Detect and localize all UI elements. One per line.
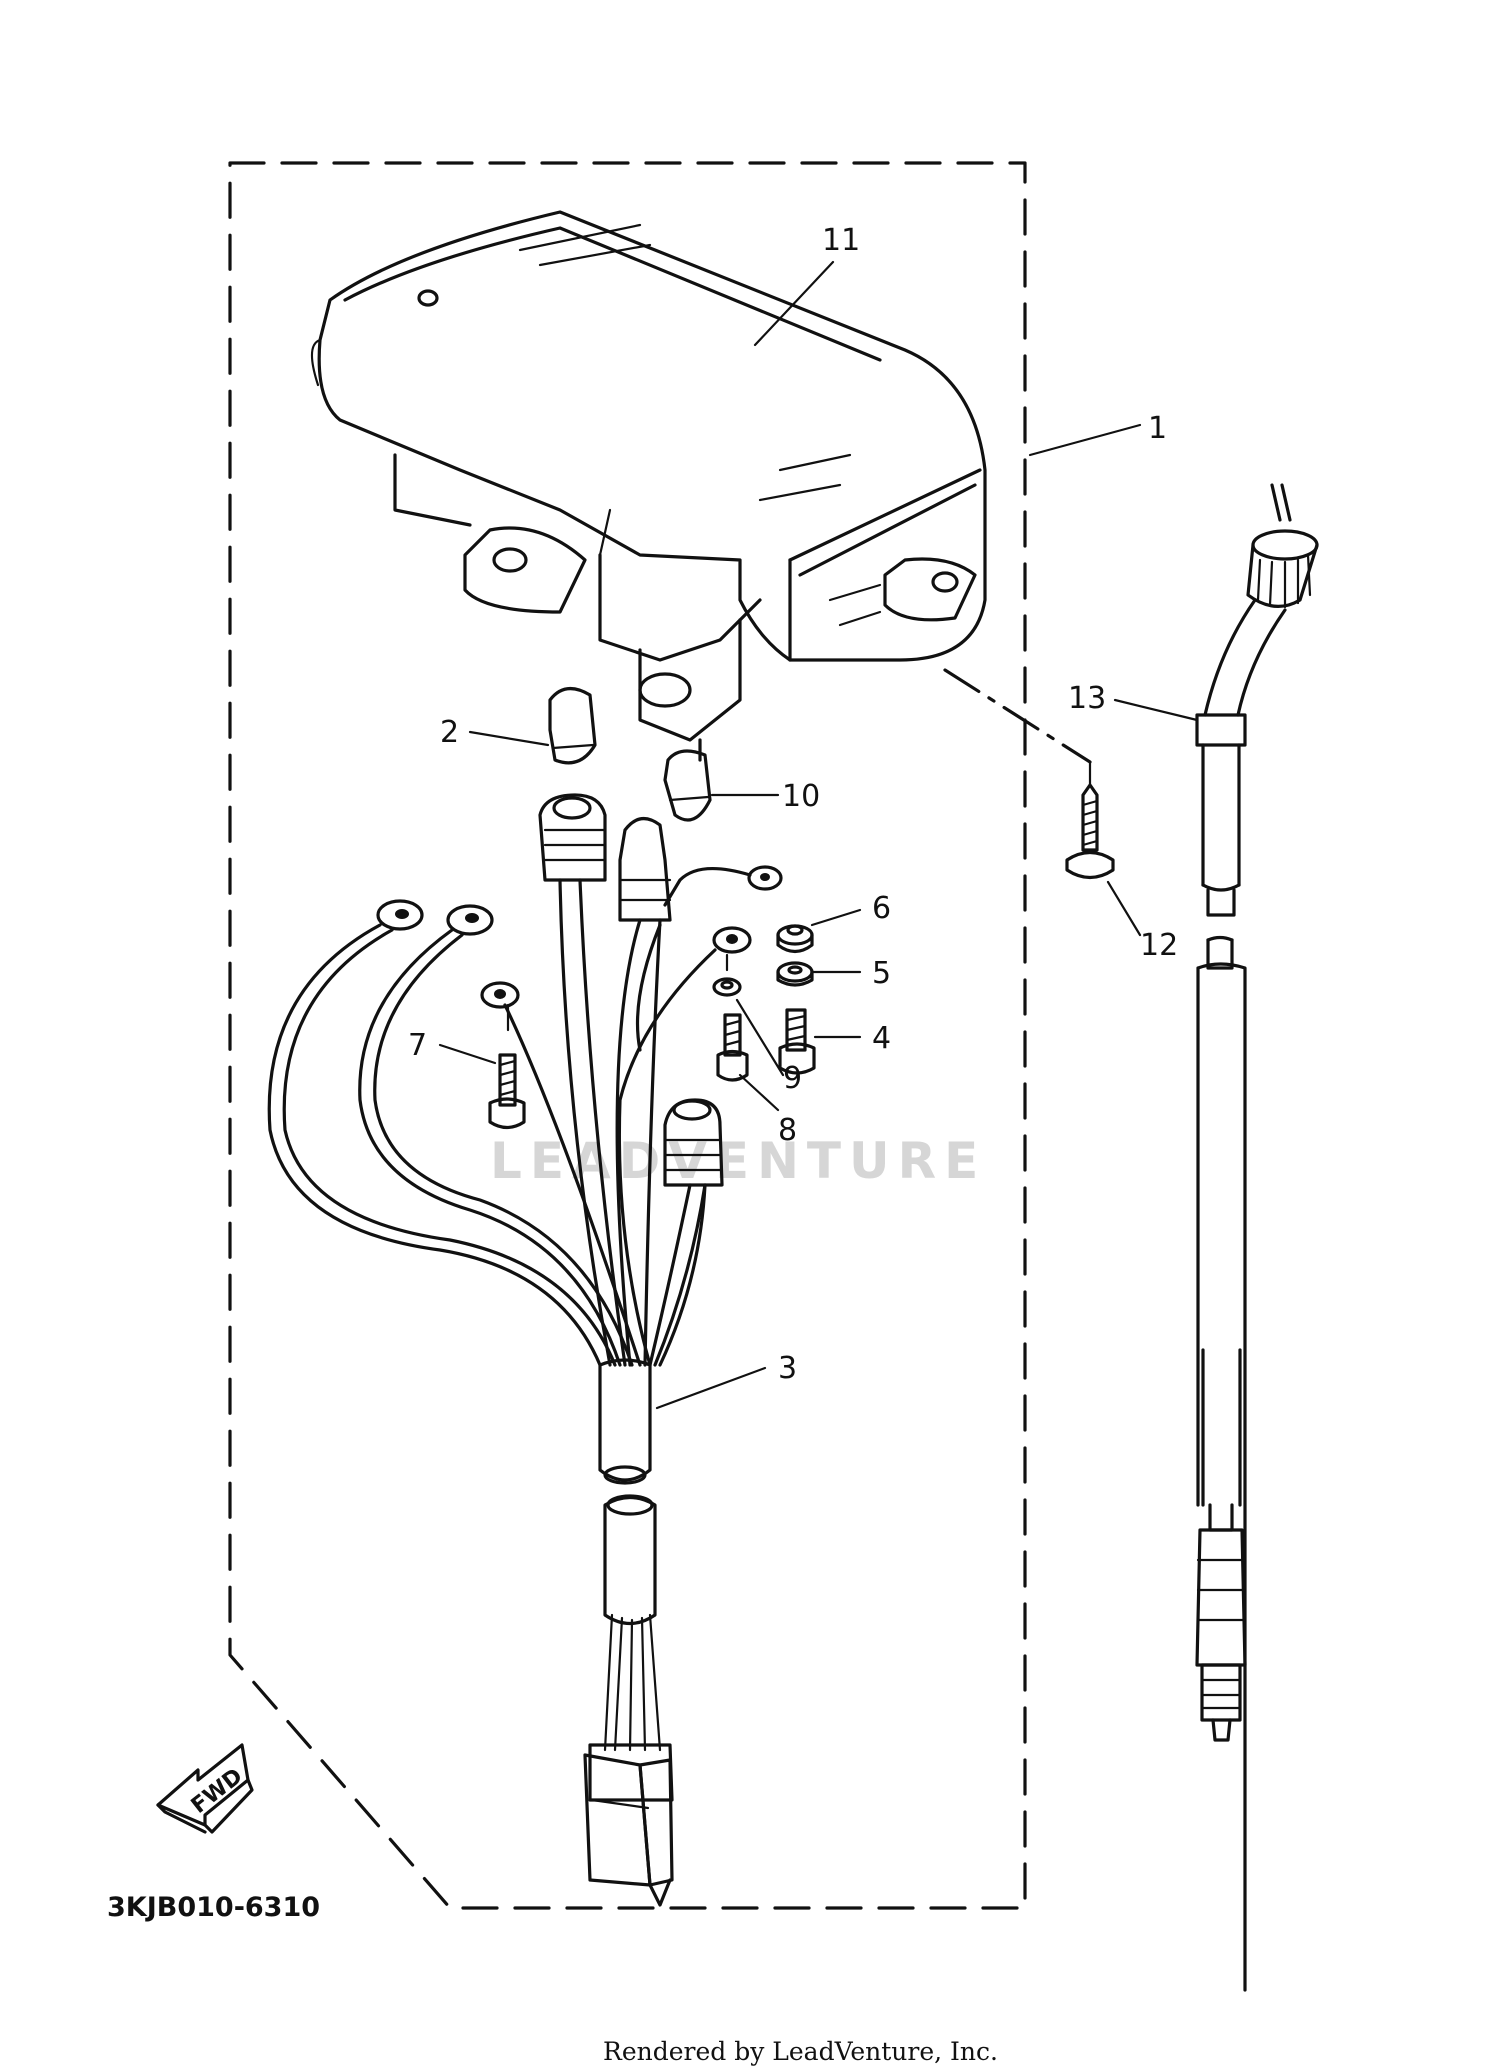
callout-10: 10 (782, 779, 820, 814)
bolt-4 (778, 1008, 816, 1075)
bolt-8 (716, 1013, 749, 1082)
wire-harness (267, 793, 783, 1907)
callout-9: 9 (783, 1061, 802, 1096)
callout-labels: 1 2 3 4 5 6 7 8 9 10 11 12 13 (408, 223, 1178, 1386)
callout-6: 6 (872, 891, 891, 926)
washer-9 (712, 953, 742, 997)
speedometer-cable (1195, 483, 1319, 1992)
leader-lines (438, 260, 1199, 1410)
assembly-boundary (228, 161, 1027, 1910)
bulb-2 (548, 687, 597, 765)
callout-1: 1 (1148, 411, 1167, 446)
bulb-10 (663, 749, 712, 822)
callout-3: 3 (778, 1351, 797, 1386)
watermark: LEADVENTURE (490, 1132, 986, 1190)
callout-8: 8 (778, 1113, 797, 1148)
diagram-code: 3KJB010-6310 (107, 1892, 320, 1923)
fwd-direction-badge: FWD (156, 1743, 254, 1834)
callout-13: 13 (1068, 681, 1106, 716)
screw-7 (488, 1003, 526, 1130)
tapping-screw-12 (943, 668, 1115, 880)
callout-12: 12 (1140, 928, 1178, 963)
callout-7: 7 (408, 1028, 427, 1063)
meter-housing (310, 210, 987, 762)
callout-11: 11 (822, 223, 860, 258)
nut-6 (776, 924, 814, 954)
callout-2: 2 (440, 715, 459, 750)
callout-5: 5 (872, 956, 891, 991)
callout-4: 4 (872, 1021, 891, 1056)
rendered-by-footer: Rendered by LeadVenture, Inc. (603, 2037, 998, 2066)
washer-5 (776, 961, 814, 987)
